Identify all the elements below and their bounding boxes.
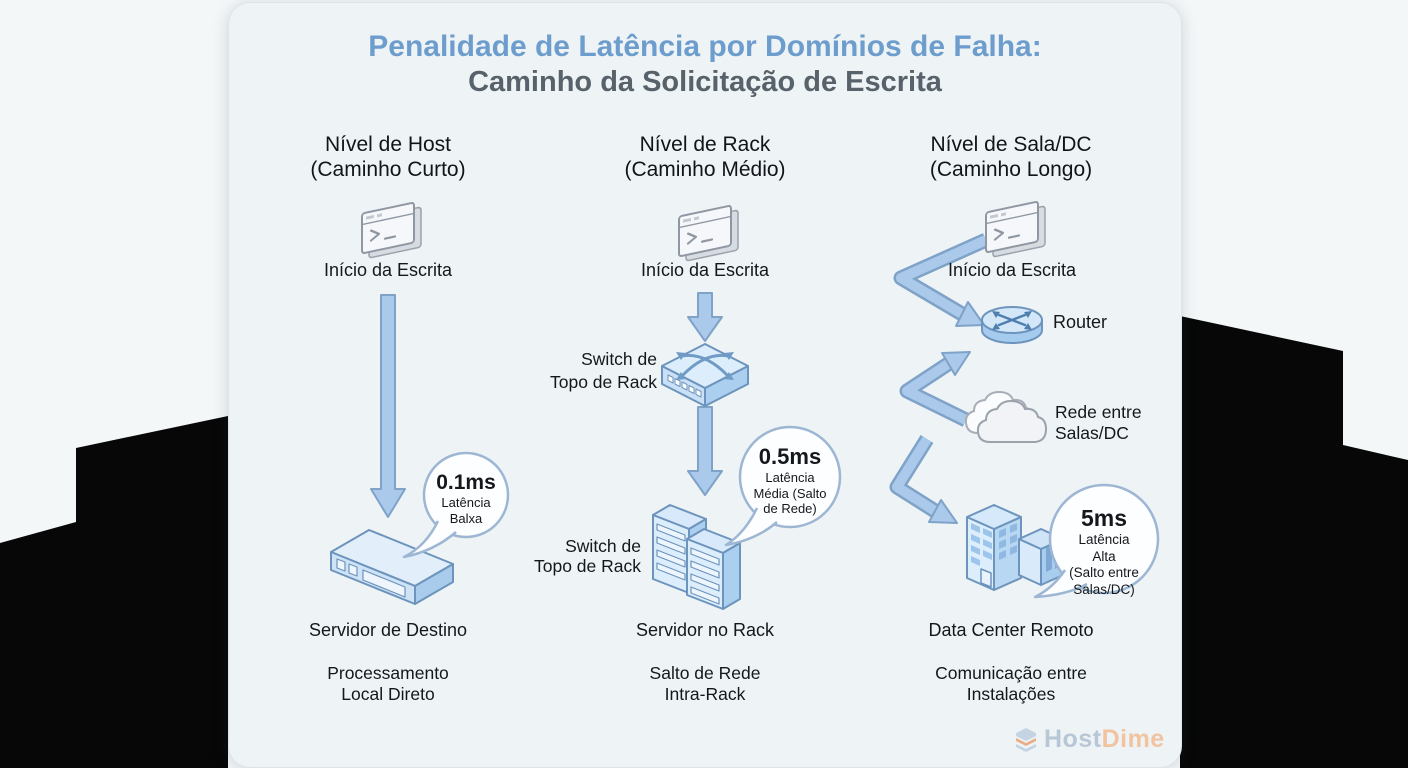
diagram-graphics [330,198,1160,610]
latency-bubble-medium-text: 0.5ms Latência Média (Salto de Rede) [753,444,827,516]
router-label: Router [1053,312,1108,332]
logo-text-host: Host [1044,725,1102,753]
terminal-window-icon [984,198,1047,260]
column-header-room-dc: Nível de Sala/DC (Caminho Longo) [929,133,1093,181]
background-shape-right [1180,316,1408,768]
hostdime-stack-icon [1016,727,1036,752]
down-arrow-to-switch [687,292,723,342]
device-label-room-dc: Data Center Remoto [928,620,1094,640]
rack-server-icon [330,529,454,605]
title-line2: Caminho da Solicitação de Escrita [468,66,942,98]
latency-bubble-low [402,451,510,559]
server-towers-icon [652,504,741,610]
latency-bubble-medium [724,425,842,547]
footer-host: Processamento Local Direto [327,663,449,704]
start-label-room-dc: Início da Escrita [947,260,1077,280]
latency-bubble-high-text: 5ms Latência Alta (Salto entre Salas/DC) [1069,505,1139,597]
router-icon [981,306,1043,344]
zigzag-arrow-network-to-router [899,351,971,427]
title-line1: Penalidade de Latência por Domínios de F… [368,30,1042,63]
switch-label-rack: Switch de Topo de Rack [533,536,641,576]
start-label-host: Início da Escrita [323,260,453,280]
device-label-rack: Servidor no Rack [635,620,775,640]
column-header-host: Nível de Host (Caminho Curto) [310,133,466,181]
start-label-rack: Início da Escrita [640,260,770,280]
network-label: Rede entre Salas/DC [1055,402,1142,443]
background-shape-left [0,416,228,768]
terminal-window-icon [360,199,423,261]
terminal-window-icon [677,202,740,264]
network-switch-icon [661,343,749,407]
zigzag-arrow-to-datacenter [889,435,958,524]
switch-label-top: Switch de Topo de Rack [549,349,657,392]
zigzag-arrow-start-to-router [893,233,990,327]
footer-room-dc: Comunicação entre Instalações [935,663,1087,704]
footer-rack: Salto de Rede Intra-Rack [649,663,761,704]
latency-bubble-low-text: 0.1ms Latência Balxa [436,471,496,526]
column-header-rack: Nível de Rack (Caminho Médio) [624,133,786,181]
infographic-card: Penalidade de Latência por Domínios de F… [228,2,1182,768]
device-label-host: Servidor de Destino [308,620,468,640]
latency-bubble-high [1033,483,1160,599]
page-title: Penalidade de Latência por Domínios de F… [229,29,1181,99]
network-cloud-icon [964,390,1048,443]
logo-text-dime: Dime [1101,725,1165,753]
data-center-building-icon [966,504,1064,591]
down-arrow-to-rack [687,406,723,496]
down-arrow-host [370,294,406,518]
